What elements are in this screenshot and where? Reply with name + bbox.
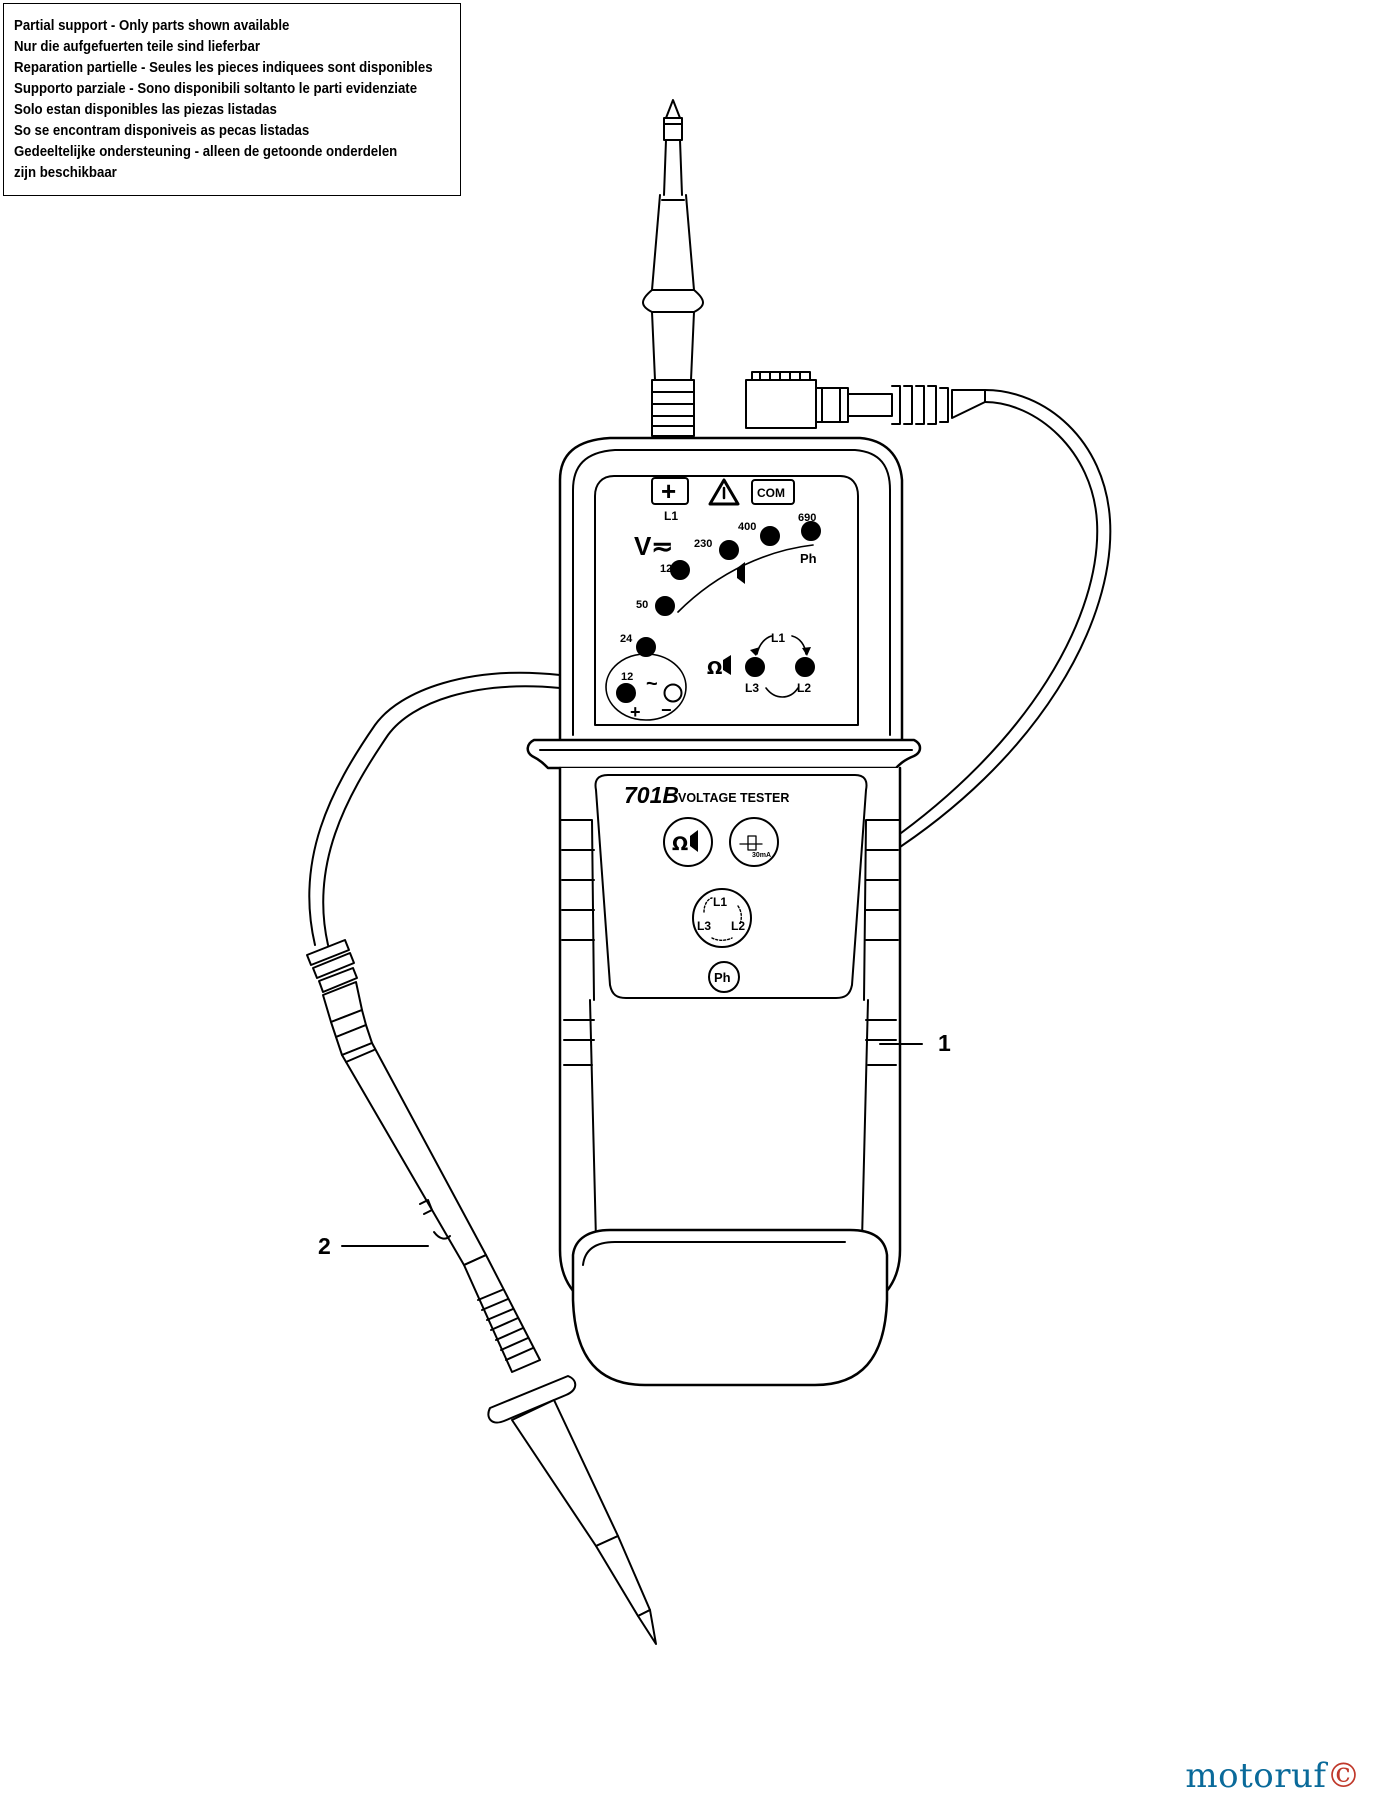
btn-l1-label: L1 [713, 895, 727, 909]
notice-line: So se encontram disponiveis as pecas lis… [14, 122, 310, 139]
btn-l3-label: L3 [697, 919, 711, 933]
loose-test-probe [306, 939, 657, 1645]
notice-line: Supporto parziale - Sono disponibili sol… [14, 80, 418, 97]
plus-polarity-symbol: + [630, 702, 641, 722]
keypad: 701B VOLTAGE TESTER Ω 30mA L1 L3 L2 Ph [624, 782, 789, 993]
continuity-button[interactable]: Ω [663, 817, 713, 867]
tester-body [526, 436, 922, 1387]
l1-terminal-label: L1 [664, 509, 678, 523]
notice-line: Gedeeltelijke ondersteuning - alleen de … [14, 143, 398, 160]
ac-voltage-symbol: V≂ [634, 531, 673, 561]
callout-1-label: 1 [938, 1030, 951, 1056]
omega-icon: Ω [672, 833, 688, 855]
rotation-l3-label: L3 [745, 681, 759, 695]
rcd-test-button[interactable]: 30mA [729, 817, 779, 867]
left-test-lead-cable [308, 671, 561, 946]
continuity-speaker-icon [723, 655, 731, 675]
rotation-l1-label: L1 [771, 631, 785, 645]
plus-terminal-symbol: + [661, 476, 676, 506]
label-230: 230 [694, 538, 712, 550]
notice-line: Reparation partielle - Seules les pieces… [14, 59, 433, 76]
led-24 [636, 637, 656, 657]
tilde-symbol: ~ [646, 673, 658, 695]
led-minus [663, 683, 683, 703]
phase-button[interactable]: Ph [708, 961, 740, 993]
lead-connector [745, 371, 986, 429]
notice-line: Partial support - Only parts shown avail… [14, 17, 290, 34]
watermark-text: motoruf [1185, 1756, 1327, 1796]
label-127: 127 [660, 563, 678, 575]
led-l3 [745, 657, 765, 677]
phase-rotation-button[interactable]: L1 L3 L2 [692, 888, 752, 948]
partial-support-notice: Partial support - Only parts shown avail… [3, 3, 461, 196]
rcd-icon [739, 835, 763, 851]
notice-line: zijn beschikbaar [14, 164, 117, 181]
ph-button-label: Ph [714, 970, 731, 985]
led-plus [616, 683, 636, 703]
led-400 [760, 526, 780, 546]
notice-line: Nur die aufgefuerten teile sind lieferba… [14, 38, 260, 55]
label-400: 400 [738, 521, 756, 533]
display-indicators: + COM L1 V≂ 690 400 230 127 50 24 Ph 12 … [605, 476, 821, 722]
led-690 [801, 521, 821, 541]
label-12: 12 [621, 671, 633, 683]
led-230 [719, 540, 739, 560]
label-690: 690 [798, 512, 816, 524]
model-number: 701B [624, 782, 679, 808]
buzzer-icon [690, 830, 698, 852]
watermark: motoruf© [1185, 1756, 1361, 1796]
label-50: 50 [636, 599, 648, 611]
callout-2-label: 2 [318, 1233, 331, 1259]
rotation-arrows-icon [703, 897, 743, 941]
product-name: VOLTAGE TESTER [678, 791, 789, 805]
top-fixed-probe [642, 99, 704, 437]
minus-polarity-symbol: − [661, 700, 672, 720]
phase-label: Ph [800, 551, 817, 566]
rcd-current-label: 30mA [752, 852, 771, 859]
notice-line: Solo estan disponibles las piezas listad… [14, 101, 277, 118]
com-terminal-label: COM [757, 486, 785, 500]
speaker-icon [737, 562, 745, 584]
led-127 [670, 560, 690, 580]
right-test-lead-cable [879, 389, 1112, 861]
warning-triangle-icon [708, 478, 740, 506]
btn-l2-label: L2 [731, 919, 745, 933]
led-50 [655, 596, 675, 616]
copyright-icon: © [1326, 1756, 1361, 1796]
led-l2 [795, 657, 815, 677]
continuity-omega-symbol: Ω [707, 658, 722, 679]
label-24: 24 [620, 633, 633, 645]
rotation-l2-label: L2 [797, 681, 811, 695]
